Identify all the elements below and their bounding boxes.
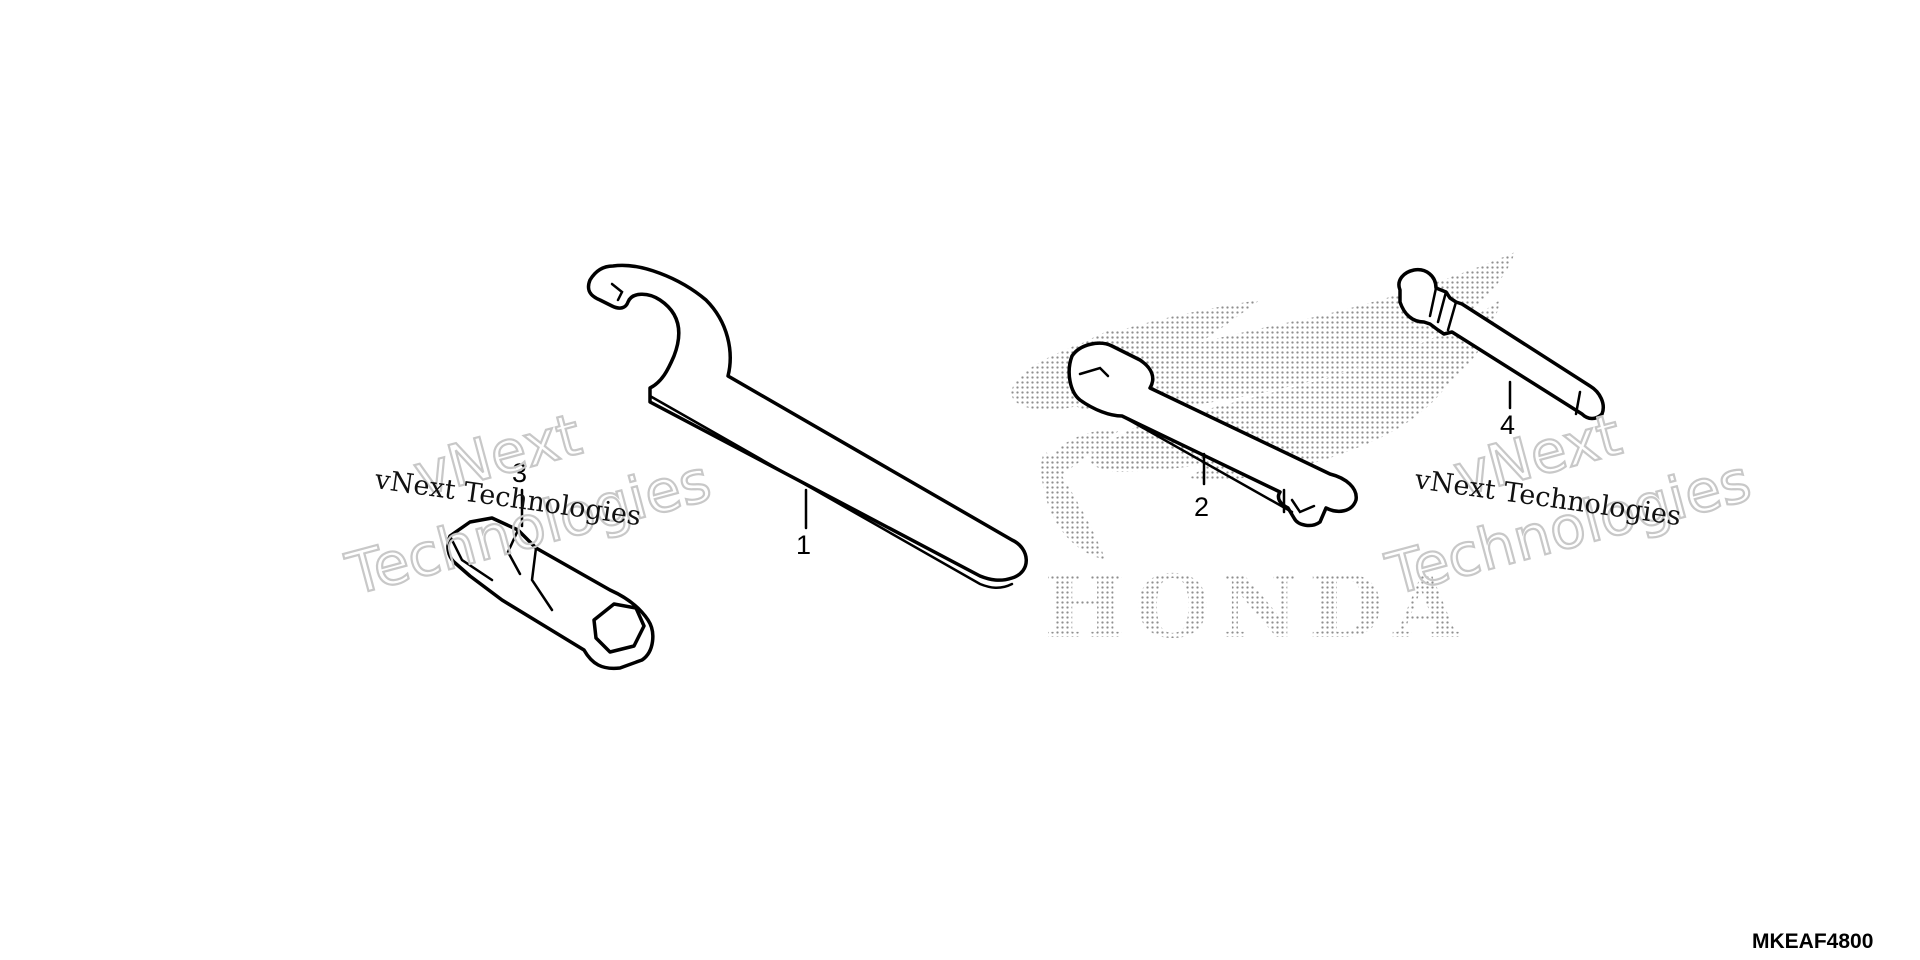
callout-3: 3 [512,458,527,488]
callout-2: 2 [1194,492,1209,522]
extension-bar [1397,267,1605,421]
honda-wordmark: HONDA [1044,557,1470,658]
callout-4: 4 [1500,410,1515,440]
diagram-code: MKEAF4800 [1752,930,1873,953]
callout-1: 1 [796,530,811,560]
spoke-wrench [1067,341,1358,528]
pin-spanner-wrench [586,263,1028,589]
spark-plug-socket [446,516,655,671]
